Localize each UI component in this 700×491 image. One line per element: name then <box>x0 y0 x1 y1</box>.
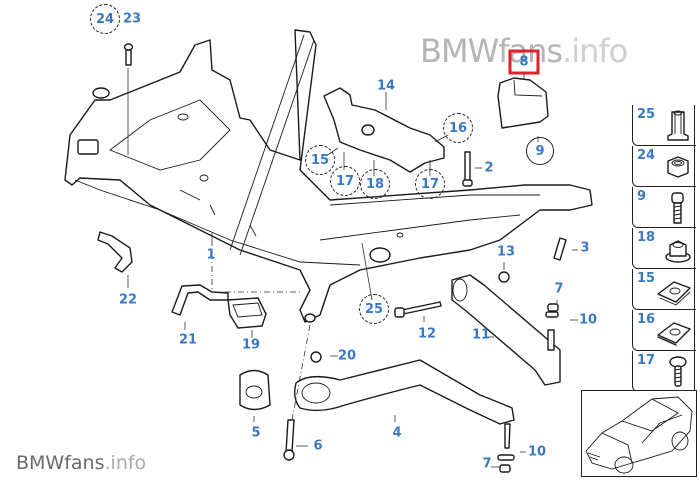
legend-item[interactable]: 25 <box>632 105 696 146</box>
car-sedan-icon <box>585 396 693 474</box>
bracket-8 <box>497 77 549 129</box>
legend-frame <box>694 105 695 390</box>
callout-10[interactable]: 10 <box>578 312 598 328</box>
control-arm-4 <box>293 359 515 425</box>
callout-14[interactable]: 14 <box>376 78 396 94</box>
nut-20 <box>310 351 322 363</box>
watermark-brand: BMWfans <box>16 452 105 474</box>
legend-item[interactable]: 15 <box>632 269 696 310</box>
control-arm-11 <box>451 274 561 386</box>
callout-17[interactable]: 17 <box>415 169 445 199</box>
callout-19[interactable]: 19 <box>241 337 261 353</box>
callout-15[interactable]: 15 <box>305 145 335 175</box>
legend-item-label: 15 <box>637 271 656 286</box>
callout-7[interactable]: 7 <box>554 281 564 297</box>
pad-19 <box>227 297 267 329</box>
rivet-nut-icon <box>667 110 689 141</box>
bolt-3 <box>553 237 567 261</box>
legend-item-label: 18 <box>637 230 656 245</box>
callout-17[interactable]: 17 <box>330 166 360 196</box>
watermark-bottom: BMWfans.info <box>16 452 146 474</box>
callout-18[interactable]: 18 <box>360 169 390 199</box>
leader-lines <box>127 68 578 468</box>
legend-item-label: 9 <box>637 189 647 204</box>
legend-item-label: 24 <box>637 148 656 163</box>
callout-7[interactable]: 7 <box>482 456 492 472</box>
legend-item[interactable]: 16 <box>632 310 696 351</box>
screw-icon <box>669 356 687 387</box>
watermark-brand: BMWfans <box>420 32 563 70</box>
nut-13 <box>498 271 510 283</box>
callout-24[interactable]: 24 <box>90 4 120 34</box>
car-thumbnail[interactable] <box>581 390 697 477</box>
callout-3[interactable]: 3 <box>580 240 590 256</box>
callout-22[interactable]: 22 <box>118 292 138 308</box>
legend-item-label: 16 <box>637 312 656 327</box>
socket-bolt-icon <box>671 192 684 224</box>
callout-6[interactable]: 6 <box>313 438 323 454</box>
hex-nut-icon <box>667 156 689 178</box>
bolt-23 <box>125 49 132 66</box>
callout-8[interactable]: 8 <box>508 49 540 75</box>
callout-12[interactable]: 12 <box>417 326 437 342</box>
bolt-6 <box>285 419 295 453</box>
clip-nut-icon <box>657 322 691 346</box>
bushing-5 <box>239 369 271 411</box>
heat-shield-14 <box>323 87 445 173</box>
small-parts-legend: 25 24 9 18 15 16 17 <box>632 105 696 392</box>
callout-4[interactable]: 4 <box>392 425 402 441</box>
callout-11[interactable]: 11 <box>471 327 491 343</box>
callout-9[interactable]: 9 <box>526 137 554 165</box>
callout-13[interactable]: 13 <box>496 244 516 260</box>
front-axle-carrier <box>64 29 593 323</box>
callout-2[interactable]: 2 <box>484 160 494 176</box>
callout-23[interactable]: 23 <box>122 11 142 27</box>
watermark-tld: .info <box>562 32 628 70</box>
bolt-12 <box>401 301 442 315</box>
clip-nut-icon <box>657 281 691 306</box>
callout-21[interactable]: 21 <box>178 332 198 348</box>
callout-20[interactable]: 20 <box>337 348 357 364</box>
legend-item[interactable]: 17 <box>632 351 696 392</box>
callout-16[interactable]: 16 <box>443 113 473 143</box>
callout-10[interactable]: 10 <box>527 444 547 460</box>
callout-5[interactable]: 5 <box>251 425 261 441</box>
legend-item-label: 25 <box>637 107 656 122</box>
callout-25[interactable]: 25 <box>359 294 389 324</box>
legend-item[interactable]: 24 <box>632 146 696 187</box>
bolt-2 <box>464 151 471 183</box>
legend-item[interactable]: 18 <box>632 228 696 269</box>
bracket-21 <box>171 284 229 316</box>
bracket-22 <box>97 231 133 273</box>
callout-1[interactable]: 1 <box>206 247 216 263</box>
watermark-tld: .info <box>104 452 147 474</box>
flange-nut-icon <box>665 240 691 263</box>
legend-item-label: 17 <box>637 353 656 368</box>
legend-item[interactable]: 9 <box>632 187 696 228</box>
